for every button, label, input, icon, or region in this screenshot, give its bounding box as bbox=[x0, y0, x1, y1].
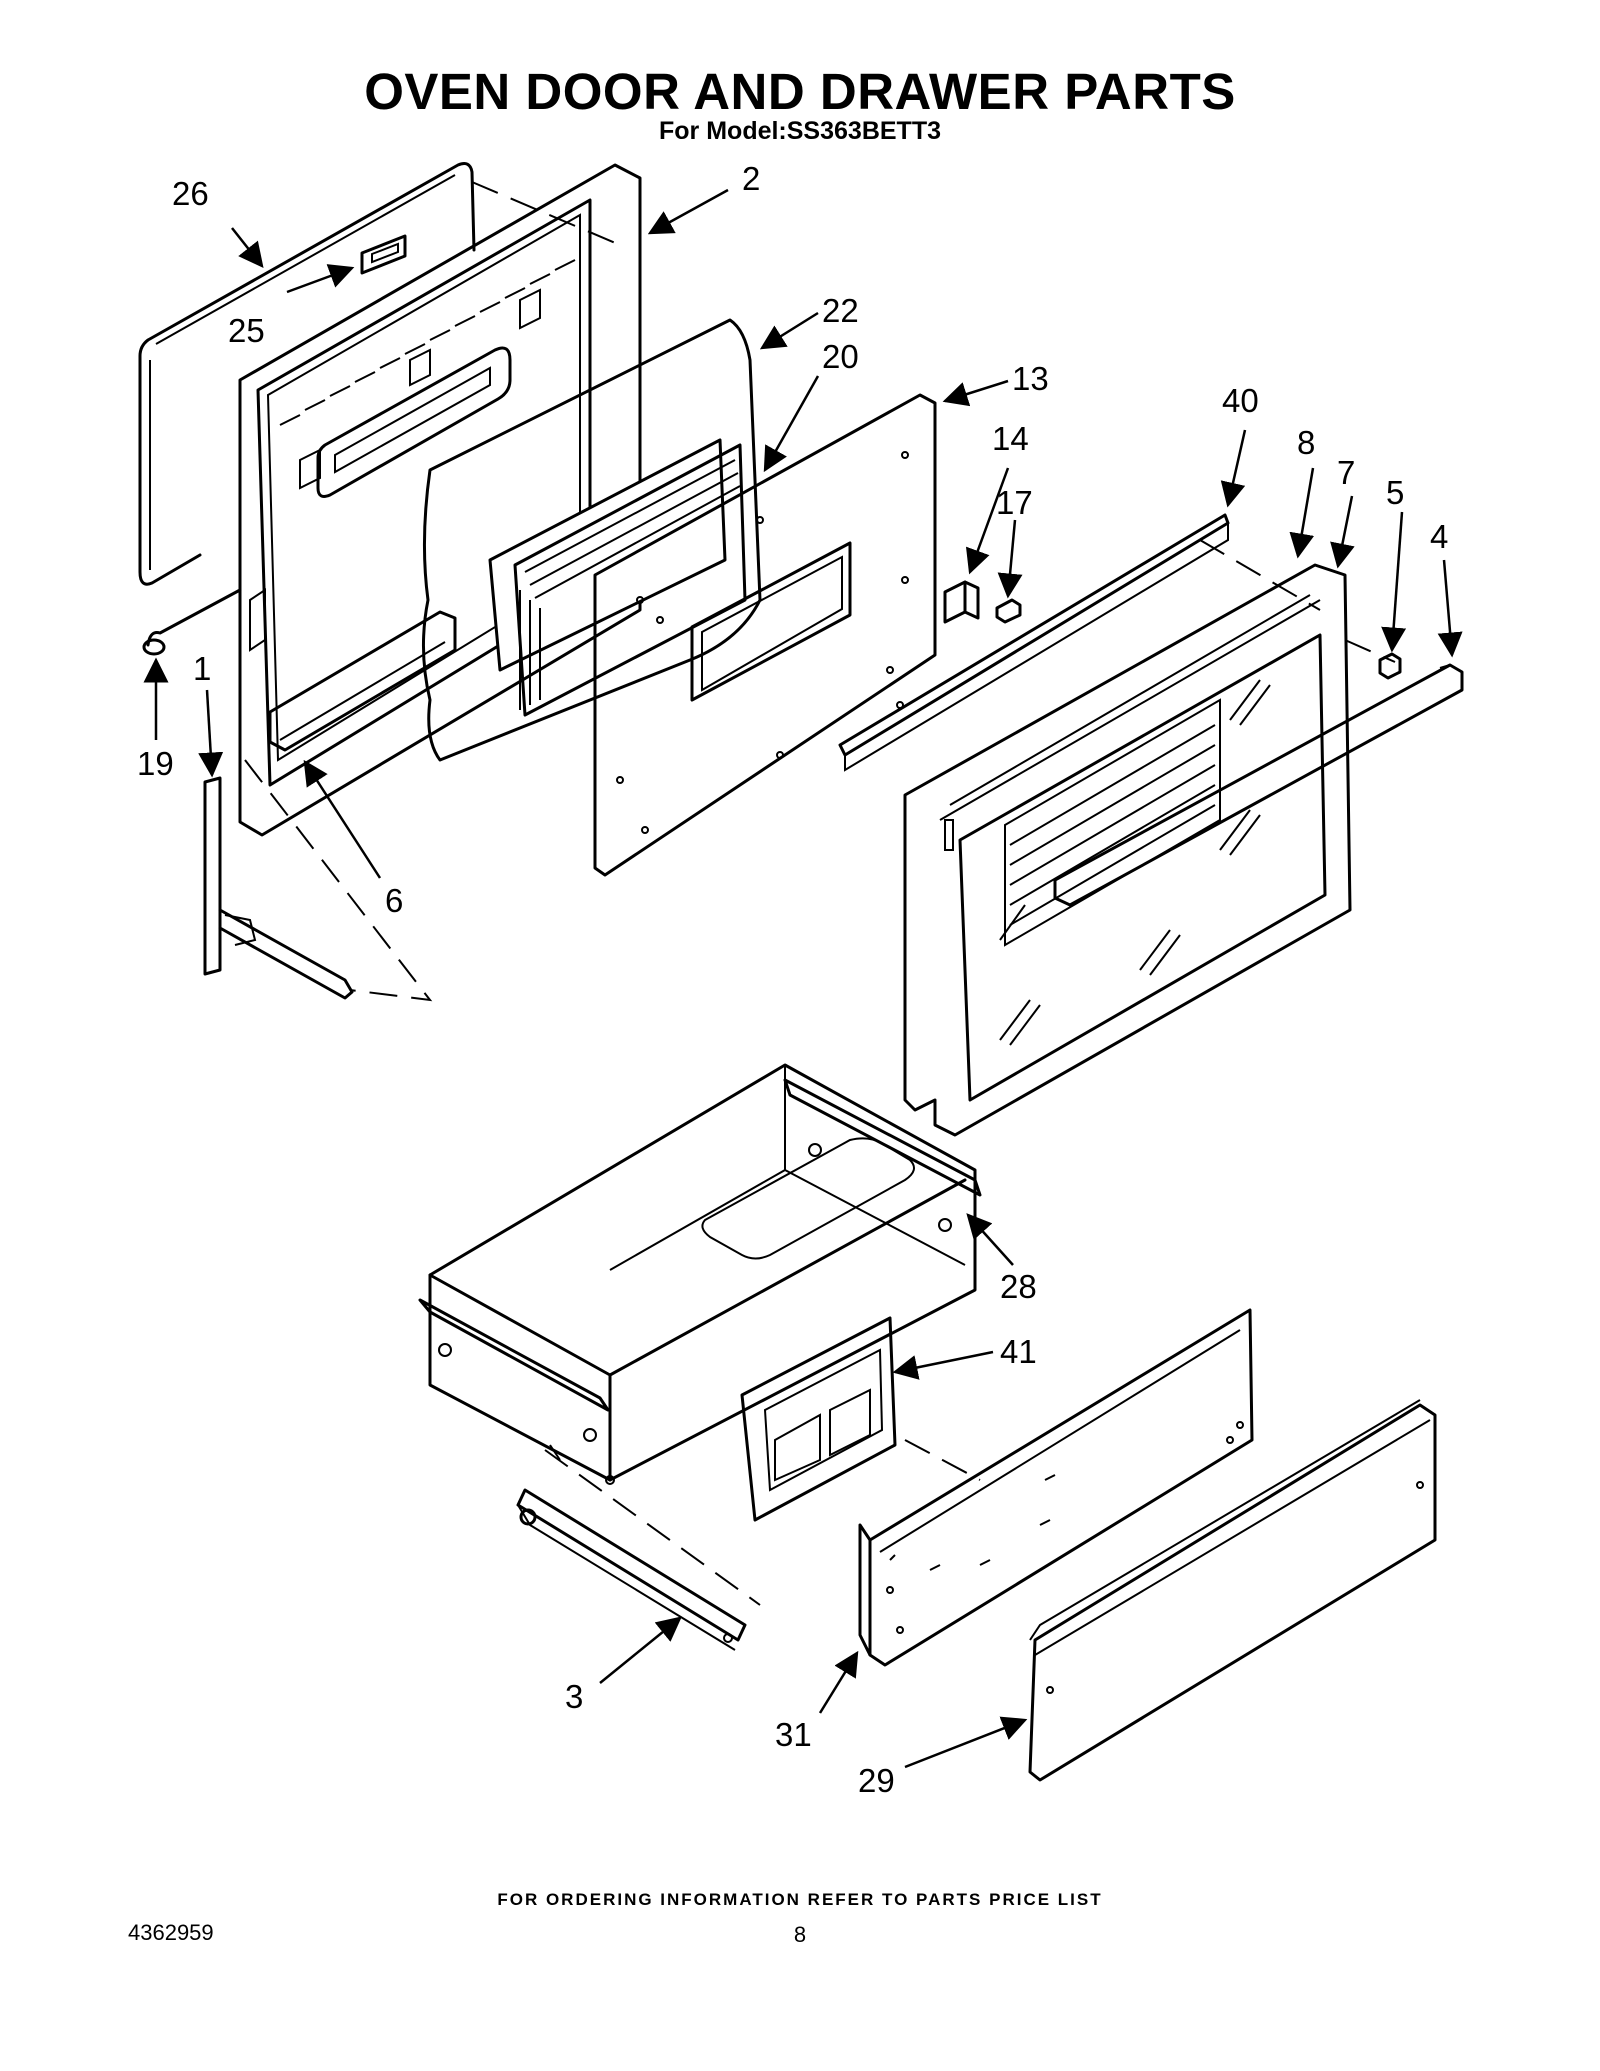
part-1-door-hinge bbox=[203, 776, 354, 1000]
part-25-retainer-tab bbox=[360, 234, 407, 275]
callout-20: 20 bbox=[822, 338, 859, 375]
callout-14: 14 bbox=[992, 420, 1029, 457]
callout-22: 22 bbox=[822, 292, 859, 329]
part-14-bracket bbox=[943, 580, 980, 624]
callout-26: 26 bbox=[172, 175, 209, 212]
callout-6: 6 bbox=[385, 882, 403, 919]
part-2-inner-door-panel bbox=[238, 163, 642, 837]
ordering-info-note: FOR ORDERING INFORMATION REFER TO PARTS … bbox=[497, 1890, 1103, 1909]
part-22-insulation bbox=[421, 318, 762, 762]
part-4-door-handle bbox=[1053, 663, 1464, 907]
part-28-storage-drawer bbox=[418, 1063, 982, 1485]
callout-40: 40 bbox=[1222, 382, 1259, 419]
part-29-drawer-front-trim bbox=[1028, 1399, 1437, 1782]
callout-25: 25 bbox=[228, 312, 265, 349]
callout-5: 5 bbox=[1386, 474, 1404, 511]
part-31-drawer-panel bbox=[858, 1308, 1254, 1667]
part-40-trim-strip bbox=[838, 513, 1230, 772]
document-number: 4362959 bbox=[128, 1920, 214, 1945]
callout-3: 3 bbox=[565, 1678, 583, 1715]
callout-labels: 26 2 25 22 20 13 14 17 40 8 7 5 4 1 19 6… bbox=[137, 160, 1448, 1799]
assembly-dashed-lines bbox=[244, 181, 1396, 1606]
callout-4: 4 bbox=[1430, 518, 1448, 555]
part-5-handle-bracket bbox=[1378, 652, 1402, 680]
callout-13: 13 bbox=[1012, 360, 1049, 397]
callout-31: 31 bbox=[775, 1716, 812, 1753]
callout-7: 7 bbox=[1337, 454, 1355, 491]
callout-1: 1 bbox=[193, 650, 211, 687]
model-subtitle: For Model:SS363BETT3 bbox=[659, 117, 941, 145]
part-17-clip bbox=[995, 598, 1022, 624]
callout-41: 41 bbox=[1000, 1333, 1037, 1370]
callout-28: 28 bbox=[1000, 1268, 1037, 1305]
page-number: 8 bbox=[793, 1922, 807, 1947]
part-13-outer-door-panel bbox=[593, 393, 937, 877]
part-7-8-outer-door bbox=[903, 563, 1352, 1137]
callout-19: 19 bbox=[137, 745, 174, 782]
callout-2: 2 bbox=[742, 160, 760, 197]
page-title: OVEN DOOR AND DRAWER PARTS bbox=[364, 63, 1236, 120]
part-6-bottom-trim bbox=[268, 610, 457, 752]
part-19-screw bbox=[142, 588, 242, 656]
callout-8: 8 bbox=[1297, 424, 1315, 461]
callout-29: 29 bbox=[858, 1762, 895, 1799]
part-26-door-gasket bbox=[138, 162, 476, 586]
callout-17: 17 bbox=[996, 484, 1033, 521]
callout-leader-lines bbox=[143, 188, 1463, 1769]
part-3-drawer-rail bbox=[516, 1488, 747, 1651]
part-41-slide-bracket bbox=[740, 1316, 897, 1522]
